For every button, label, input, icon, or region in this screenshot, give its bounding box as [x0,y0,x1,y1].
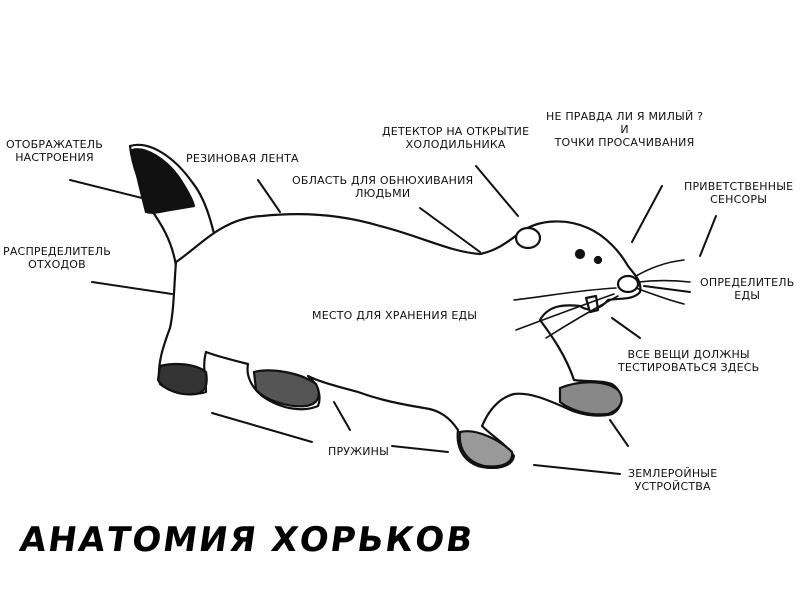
label-food-detector: ОПРЕДЕЛИТЕЛЬ ЕДЫ [700,276,795,302]
ferret-ear [514,226,542,250]
leader-lines [69,165,717,475]
leader-digging-2 [609,419,629,447]
whiskers [513,259,691,339]
label-hug-area: ОБЛАСТЬ ДЛЯ ОБНЮХИВАНИЯ ЛЮДЬМИ [292,174,474,200]
leader-waste-distributor [91,281,173,295]
ferret-body [157,213,642,469]
leader-digging-1 [533,464,621,475]
front-paw-right [558,381,623,416]
label-digging-devices: ЗЕМЛЕРОЙНЫЕ УСТРОЙСТВА [628,467,718,493]
label-springs: ПРУЖИНЫ [328,445,390,458]
leader-springs-3 [391,445,449,453]
label-greeting-sensors: ПРИВЕТСТВЕННЫЕ СЕНСОРЫ [684,180,794,206]
leader-test-everything [611,317,641,339]
leader-mood-display [69,179,143,199]
label-rubber-band: РЕЗИНОВАЯ ЛЕНТА [186,152,299,165]
label-waste-distributor: РАСПРЕДЕЛИТЕЛЬ ОТХОДОВ [3,245,112,271]
leader-greeting-sensors [699,215,717,257]
label-mood-display: ОТОБРАЖАТЕЛЬ НАСТРОЕНИЯ [6,138,104,164]
leader-food-detector [643,285,691,293]
ferret-eye-2 [593,255,603,265]
label-test-everything: ВСЕ ВЕЩИ ДОЛЖНЫ ТЕСТИРОВАТЬСЯ ЗДЕСЬ [618,348,760,374]
leader-springs-1 [211,412,313,443]
leader-springs-2 [333,401,351,431]
label-food-storage: МЕСТО ДЛЯ ХРАНЕНИЯ ЕДЫ [312,309,478,322]
leader-hug-area [419,207,481,253]
leader-cute-question [631,185,663,243]
label-cute-question: НЕ ПРАВДА ЛИ Я МИЛЫЙ ? И ТОЧКИ ПРОСАЧИВА… [546,110,704,149]
label-fridge-detector: ДЕТЕКТОР НА ОТКРЫТИЕ ХОЛОДИЛЬНИКА [382,125,530,151]
tail-tip-dark [130,148,196,214]
back-paw-left [156,362,208,396]
leader-rubber-band [257,179,281,213]
ferret-eye [574,248,586,260]
back-paw-right [252,369,320,408]
ferret-nose [616,274,640,294]
leader-fridge-detector [475,165,519,217]
diagram-title: АНАТОМИЯ ХОРЬКОВ [17,520,477,560]
ferret-drawing [128,143,691,469]
front-paw-left [458,430,514,468]
